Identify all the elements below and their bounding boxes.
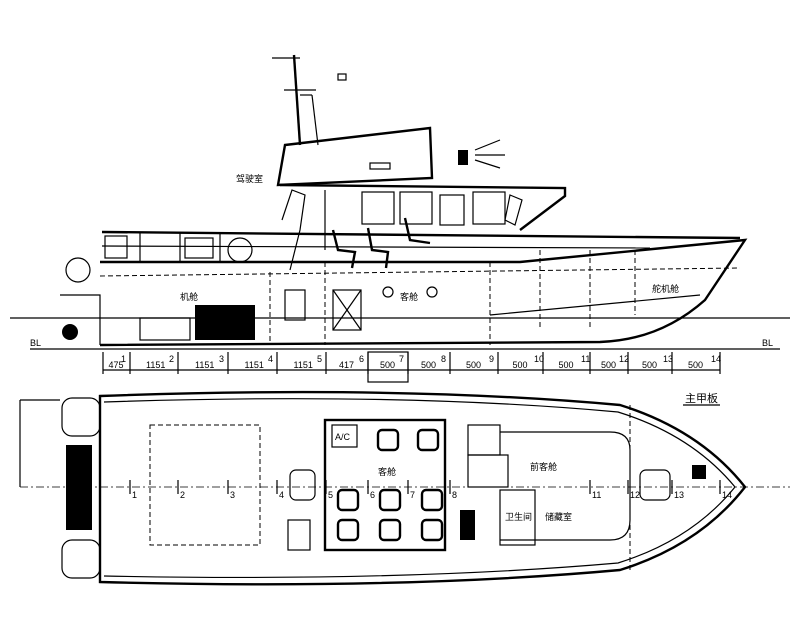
station-number: 11: [581, 354, 590, 364]
plan-station-number: 6: [370, 490, 375, 500]
label-wheelhouse: 驾驶室: [236, 173, 263, 184]
label-cabin: 客舱: [400, 291, 418, 302]
spacing-label: 500: [688, 360, 703, 370]
main-deck-label: 主甲板: [685, 391, 718, 405]
spacing-label: 500: [513, 360, 528, 370]
spacing-label: 500: [601, 360, 616, 370]
railing: [65, 230, 741, 283]
spacing-label: 1151: [195, 360, 214, 370]
cabin: [323, 418, 447, 552]
spacing-label: 500: [559, 360, 574, 370]
plan-station-number: 5: [328, 490, 333, 500]
station-number: 3: [219, 354, 224, 364]
label-toilet: 卫生间: [505, 511, 532, 522]
station-number: 4: [268, 354, 273, 364]
station-number: 1: [121, 354, 126, 364]
station-number: 14: [711, 354, 721, 364]
station-number: 2: [169, 354, 174, 364]
mast: [272, 54, 347, 146]
passenger-seats: [336, 428, 444, 542]
station-number: 5: [317, 354, 322, 364]
deck-outline: [98, 390, 747, 586]
station-number: 10: [534, 354, 544, 364]
plan-station-number: 2: [180, 490, 185, 500]
spacing-label: 475: [109, 360, 124, 370]
plan-station-number: 8: [452, 490, 457, 500]
baseline: BL BL: [30, 338, 780, 350]
baseline-label-right: BL: [762, 338, 773, 348]
label-cabin-plan: 客舱: [378, 466, 396, 477]
plan-station-number: 14: [722, 490, 732, 500]
station-number: 7: [399, 354, 404, 364]
plan-station-number: 1: [132, 490, 137, 500]
station-number: 13: [663, 354, 673, 364]
plan-station-number: 12: [630, 490, 640, 500]
plan-station-number: 7: [410, 490, 415, 500]
profile-view: 机舱 客舱 驾驶室 舵机舱 BL BL 14752115131151411515…: [10, 54, 790, 383]
label-store: 储藏室: [545, 511, 572, 522]
spacing-label: 417: [339, 360, 354, 370]
spacing-label: 500: [380, 360, 395, 370]
spacing-label: 500: [466, 360, 481, 370]
plan-station-number: 4: [279, 490, 284, 500]
label-machinery: 机舱: [180, 291, 198, 302]
baseline-label-left: BL: [30, 338, 41, 348]
plan-station-number: 3: [230, 490, 235, 500]
plan-station-number: 13: [674, 490, 684, 500]
wheelhouse: [276, 126, 567, 271]
plan-station-number: 11: [592, 490, 601, 500]
station-number: 8: [441, 354, 446, 364]
label-fore-cabin: 前客舱: [530, 461, 557, 472]
hull-profile: [60, 238, 748, 347]
label-steering: 舵机舱: [652, 283, 679, 294]
station-number: 12: [619, 354, 629, 364]
station-number: 6: [359, 354, 364, 364]
spacing-label: 500: [421, 360, 436, 370]
aft-hatch: [149, 424, 261, 546]
station-number: 9: [489, 354, 494, 364]
spacing-label: 1151: [245, 360, 264, 370]
spacing-label: 1151: [294, 360, 313, 370]
spacing-label: 1151: [146, 360, 165, 370]
ac-label: A/C: [335, 432, 351, 442]
spacing-label: 500: [642, 360, 657, 370]
